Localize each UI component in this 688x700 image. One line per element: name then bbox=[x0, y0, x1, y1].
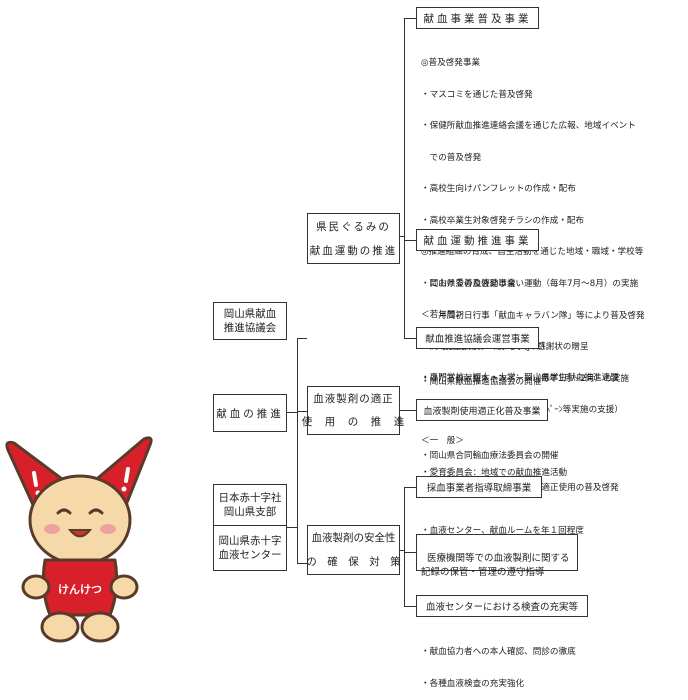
movement-branch-vertical bbox=[404, 18, 405, 338]
b3-description: ・岡山県献血推進協議会の開催 bbox=[421, 356, 541, 398]
b6-title: 医療機関等での血液製剤に関する 記録の保管・管理の遵守指導 bbox=[421, 553, 570, 578]
b7-line: ・献血協力者への本人確認、問診の徹底 bbox=[421, 647, 576, 657]
b3-title-box: 献血推進協議会運営事業 bbox=[416, 327, 539, 349]
b1-line: における普及啓発事業 bbox=[421, 278, 516, 289]
branch-to-b3 bbox=[404, 338, 416, 339]
b3-line: ・岡山県献血推進協議会の開催 bbox=[421, 377, 542, 387]
safety-box: 血液製剤の安全性 の 確 保 対 策 bbox=[306, 525, 401, 575]
promotion-box: 献血の推進 bbox=[213, 394, 287, 432]
b2-title: 献血運動推進事業 bbox=[423, 234, 532, 247]
movement-label: 県民ぐるみの 献血運動の推進 bbox=[309, 220, 398, 257]
b1-line: ・愛育委員会：地域での献血推進活動 bbox=[421, 467, 568, 478]
council-box: 岡山県献血 推進協議会 bbox=[213, 302, 287, 340]
b7-title: 血液センターにおける検査の充実等 bbox=[425, 602, 578, 613]
branch-to-b5 bbox=[404, 487, 416, 488]
connector-to-proper-use bbox=[297, 411, 307, 412]
b4-line: ・岡山県合同輸血療法委員会の開催 bbox=[421, 451, 559, 461]
b1-line: ＜若年層＞ bbox=[421, 310, 464, 320]
b1-line: ・マスコミを通じた普及啓発 bbox=[421, 89, 533, 100]
b5-description: ・血液センター、献血ルームを年１回程度 bbox=[421, 505, 584, 547]
b1-line: ・保健所献血推進連絡会議を通じた広報、地域イベント bbox=[421, 121, 636, 131]
b2-line: ・岡山県愛の血液助け合い運動（毎年7月～8月）の実施 bbox=[421, 279, 639, 289]
mascot-illustration: けんけつ bbox=[5, 436, 153, 643]
safety-branch-vertical bbox=[404, 487, 405, 606]
b1-line: ・高校生向けパンフレットの作成・配布 bbox=[421, 184, 576, 194]
b5-line: ・血液センター、献血ルームを年１回程度 bbox=[421, 526, 584, 536]
b5-title-box: 採血事業者指導取締事業 bbox=[416, 476, 542, 498]
b1-line: ・専門学校・短大・大学：岡山県学生献血推進連盟 bbox=[421, 373, 619, 383]
b1-line: ◎推進組織の育成、自主活動を通じた地域・職域・学校等 bbox=[421, 247, 644, 257]
branch-to-b2 bbox=[404, 240, 416, 241]
b7-description: ・献血協力者への本人確認、問診の徹底 ・各種血液検査の充実強化 bbox=[421, 626, 576, 700]
b4-title: 血液製剤使用適正化普及事業 bbox=[423, 406, 541, 417]
promotion-to-connector bbox=[287, 412, 297, 413]
b1-line: ＜一 般＞ bbox=[421, 436, 464, 446]
mascot-shirt-text: けんけつ bbox=[58, 583, 102, 596]
branch-to-b7 bbox=[404, 606, 416, 607]
promotion-label: 献血の推進 bbox=[216, 407, 284, 420]
b1-line: ◎普及啓発事業 bbox=[421, 58, 481, 68]
blood-center-cell: 岡山県赤十字 血液センター bbox=[214, 526, 286, 570]
proper-use-label: 血液製剤の適正 使 用 の 推 進 bbox=[301, 392, 406, 428]
branch-to-b1 bbox=[404, 18, 416, 19]
b1-line: ・高校卒業生対象啓発チラシの作成・配布 bbox=[421, 215, 585, 226]
council-label: 岡山県献血 推進協議会 bbox=[223, 308, 277, 334]
movement-to-branch bbox=[400, 236, 404, 237]
redcross-group-box: 日本赤十字社 岡山県支部 岡山県赤十字 血液センター bbox=[213, 484, 287, 571]
left-connector-vertical bbox=[297, 338, 298, 563]
b7-title-box: 血液センターにおける検査の充実等 bbox=[416, 595, 588, 617]
proper-use-to-b4 bbox=[400, 410, 416, 411]
redcross-to-connector bbox=[287, 527, 297, 528]
connector-to-movement bbox=[297, 338, 307, 339]
b3-title: 献血推進協議会運営事業 bbox=[425, 334, 530, 345]
b2-line: ・はたちの献血キャンペーン（毎年1月～2月）の実施 bbox=[421, 373, 629, 384]
b2-title-box: 献血運動推進事業 bbox=[416, 229, 539, 251]
branch-to-b6 bbox=[404, 552, 416, 553]
b6-title-box: 医療機関等での血液製剤に関する 記録の保管・管理の遵守指導 bbox=[416, 534, 578, 578]
b1-title: 献血事業普及事業 bbox=[423, 12, 532, 25]
movement-box: 県民ぐるみの 献血運動の推進 bbox=[307, 213, 400, 264]
b1-title-box: 献血事業普及事業 bbox=[416, 7, 539, 29]
redcross-branch-cell: 日本赤十字社 岡山県支部 bbox=[214, 485, 286, 526]
blood-center-label: 岡山県赤十字 血液センター bbox=[218, 535, 282, 561]
proper-use-box: 血液製剤の適正 使 用 の 推 進 bbox=[302, 386, 404, 435]
redcross-branch-label: 日本赤十字社 岡山県支部 bbox=[218, 492, 282, 518]
kenketsu-mascot: けんけつ bbox=[0, 415, 160, 655]
safety-label: 血液製剤の安全性 の 確 保 対 策 bbox=[306, 532, 401, 568]
b2-line: 月間初日行事「献血キャラバン隊」等により普及啓発 bbox=[421, 310, 645, 321]
b7-line: ・各種血液検査の充実強化 bbox=[421, 678, 525, 689]
safety-to-branch bbox=[400, 550, 404, 551]
connector-to-safety bbox=[297, 563, 307, 564]
b1-line: での普及啓発 bbox=[421, 152, 482, 163]
b4-title-box: 血液製剤使用適正化普及事業 bbox=[416, 399, 548, 421]
b5-title: 採血事業者指導取締事業 bbox=[426, 483, 532, 494]
